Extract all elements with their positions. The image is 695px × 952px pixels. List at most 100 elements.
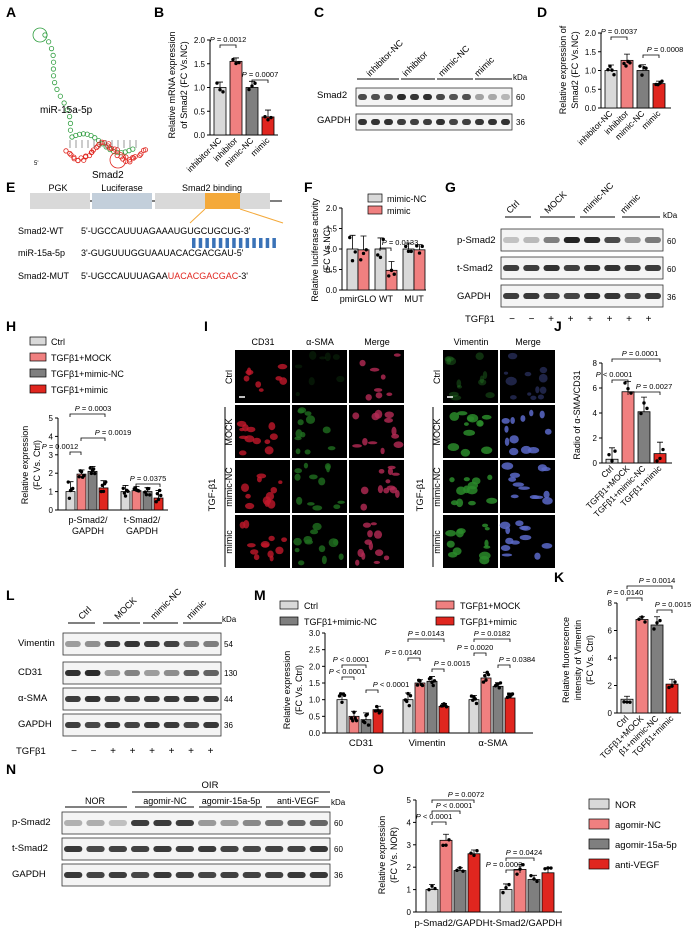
protein-band [108, 846, 127, 852]
blot-strip [61, 837, 331, 861]
p-symbol: P [499, 655, 504, 664]
cell-stain [481, 446, 493, 454]
treatment-sign: + [130, 746, 136, 757]
seq-wt: 5'-UGCCAUUUAGAAAUGUGCUGCUG-3' [81, 226, 251, 236]
y-tick-label: 0 [49, 506, 54, 515]
protein-band [203, 641, 219, 647]
cell-stain [518, 486, 531, 490]
cell-stain [362, 437, 368, 446]
data-point [474, 701, 479, 706]
p-symbol: P [647, 45, 652, 54]
y-axis-title: (FC Vs. NOR) [389, 827, 399, 883]
bar [425, 889, 439, 913]
treatment-sign: + [188, 746, 194, 757]
bar [357, 249, 370, 291]
protein-band [410, 119, 419, 125]
significance-bracket [626, 597, 643, 601]
y-tick-label: 3 [49, 451, 54, 460]
p-value: P = 0.0140 [385, 648, 422, 657]
cell-stain [508, 476, 517, 482]
p-text: = 0.0003 [491, 860, 523, 869]
protein-band [397, 94, 406, 100]
data-point [93, 471, 97, 476]
significance-bracket [611, 379, 629, 383]
cell-stain [256, 473, 267, 479]
kda-label: 44 [224, 695, 233, 704]
cell-stain [294, 364, 303, 369]
legend-label: agomir-NC [615, 820, 661, 831]
data-point [159, 493, 163, 498]
blot-strip [500, 284, 664, 308]
error-bar [405, 242, 412, 249]
pairing-tick [259, 238, 263, 248]
kda-label: 54 [224, 640, 233, 649]
data-point [507, 882, 511, 887]
data-point [218, 88, 222, 92]
cell-stain [529, 409, 534, 417]
cell-stain [504, 425, 509, 433]
kda-label: 60 [334, 845, 343, 854]
data-point [608, 64, 612, 68]
p-text: = 0.0003 [80, 404, 112, 413]
data-point [121, 486, 125, 491]
y-tick-label: 3.0 [309, 629, 321, 638]
p-symbol: P [601, 27, 606, 36]
data-point [157, 488, 162, 493]
protein-band [183, 641, 200, 647]
row-label: Ctrl [224, 370, 234, 384]
significance-bracket [431, 799, 475, 803]
data-point [658, 618, 662, 623]
bar [245, 87, 259, 136]
significance-bracket [505, 869, 521, 873]
data-point [253, 81, 257, 85]
p-value: P = 0.0375 [130, 474, 167, 483]
y-axis-title: intensity of Vimentin [573, 620, 583, 700]
data-point [472, 853, 476, 858]
nucleotide-mir [48, 45, 55, 52]
protein-band [131, 846, 150, 852]
lane-label: mimic-NC [148, 586, 183, 621]
p-symbol: P [130, 474, 135, 483]
nucleotide-mir [64, 107, 71, 113]
p-value: P = 0.0014 [639, 576, 676, 585]
protein-band [488, 94, 497, 100]
legend-label: Ctrl [51, 337, 65, 347]
cell-stain [468, 500, 476, 506]
blot-frame [62, 661, 222, 685]
bar [65, 491, 76, 511]
protein-band [153, 820, 172, 826]
error-bar [360, 235, 367, 250]
y-tick-label: 4 [608, 654, 613, 663]
data-point [221, 90, 225, 94]
seq-mut-b: UACACGACGAC [168, 271, 239, 281]
cell-stain [387, 465, 396, 470]
nucleotide-mir [54, 86, 60, 93]
data-point [497, 686, 501, 690]
cell-stain [298, 560, 305, 566]
bar [621, 391, 635, 464]
cell-stain [369, 367, 380, 372]
data-point [640, 73, 644, 77]
cell-stain [312, 522, 322, 531]
data-point [606, 67, 610, 72]
y-tick-label: 2.0 [326, 204, 338, 213]
protein-band [436, 119, 445, 125]
y-tick-label: 2 [49, 469, 54, 478]
p-symbol: P [448, 790, 453, 799]
y-axis-title: Smad2 (FC Vs.NC) [570, 31, 580, 109]
data-point [348, 235, 352, 240]
p-text: = 0.0014 [644, 576, 676, 585]
data-point [418, 679, 422, 683]
data-point [79, 469, 84, 474]
legend-swatch [29, 368, 47, 378]
cell-stain [264, 439, 271, 445]
cell-stain [510, 395, 517, 400]
lane-label: NOR [85, 796, 106, 806]
p-text: = 0.0007 [247, 70, 279, 79]
blot-strip [62, 661, 222, 685]
cell-stain [487, 474, 493, 481]
cell-stain [539, 386, 547, 394]
legend-label: TGFβ1+MOCK [51, 353, 111, 363]
cell-stain [374, 549, 384, 557]
cell-stain [391, 433, 400, 439]
